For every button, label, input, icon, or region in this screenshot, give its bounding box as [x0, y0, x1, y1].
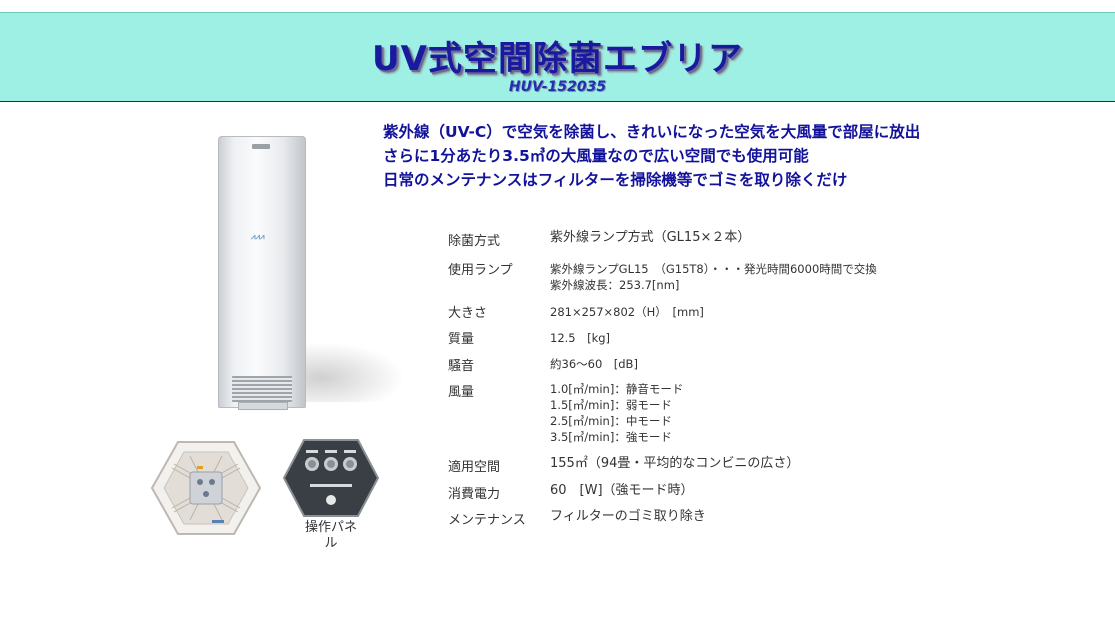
product-logo-icon	[252, 144, 270, 149]
intro-line-3: 日常のメンテナンスはフィルターを掃除機等でゴミを取り除くだけ	[383, 171, 848, 189]
spec-value-line: 12.5 [kg]	[550, 331, 611, 345]
intro-line-2: さらに1分あたり3.5㎥の大風量なので広い空間でも使用可能	[383, 147, 809, 165]
spec-row: 風量 1.0[㎥/min]：静音モード 1.5[㎥/min]：弱モード 2.5[…	[448, 381, 1048, 445]
spec-value-line: 1.0[㎥/min]：静音モード	[550, 382, 684, 396]
spec-value: フィルターのゴミ取り除き	[550, 509, 706, 528]
intro-line-1: 紫外線（UV-C）で空気を除菌し、きれいになった空気を大風量で部屋に放出	[383, 123, 921, 141]
spec-value: 紫外線ランプGL15 （G15T8）・・・発光時間6000時間で交換 紫外線波長…	[550, 259, 877, 293]
spec-value: 1.0[㎥/min]：静音モード 1.5[㎥/min]：弱モード 2.5[㎥/m…	[550, 381, 683, 445]
spec-value: 約36～60 [dB]	[550, 355, 638, 374]
spec-row: 除菌方式 紫外線ランプ方式（GL15×２本）	[448, 230, 1048, 249]
spec-value-line: 約36～60 [dB]	[550, 357, 638, 371]
spec-row: 適用空間 155㎡（94畳・平均的なコンビニの広さ）	[448, 456, 1048, 475]
product-vent	[232, 376, 292, 402]
spec-value-line: 紫外線波長：253.7[nm]	[550, 278, 680, 292]
spec-value-line: 1.5[㎥/min]：弱モード	[550, 398, 672, 412]
product-image: ⩘⩘⩘	[200, 132, 415, 422]
product-foot	[238, 402, 288, 410]
spec-value-line: 60 [W]（強モード時）	[550, 483, 694, 498]
control-panel-caption: 操作パネル	[304, 520, 357, 551]
spec-label: メンテナンス	[448, 513, 526, 528]
product-tower: ⩘⩘⩘	[218, 136, 306, 410]
spec-value: 281×257×802（H） [mm]	[550, 302, 704, 321]
spec-row: 質量 12.5 [kg]	[448, 328, 1048, 347]
spec-label: 質量	[448, 332, 475, 347]
spec-label: 適用空間	[448, 460, 501, 475]
spec-label: 除菌方式	[448, 234, 501, 249]
spec-value: 155㎡（94畳・平均的なコンビニの広さ）	[550, 456, 799, 475]
spec-row: 騒音 約36～60 [dB]	[448, 355, 1048, 374]
control-panel-image	[282, 439, 380, 517]
spec-value-line: フィルターのゴミ取り除き	[550, 509, 706, 524]
header-banner: UV式空間除菌エブリア HUV-152035	[0, 12, 1115, 102]
spec-label: 大きさ	[448, 306, 488, 321]
spec-value-line: 155㎡（94畳・平均的なコンビニの広さ）	[550, 456, 800, 471]
spec-value-line: 紫外線ランプ方式（GL15×２本）	[550, 230, 751, 245]
spec-value-line: 3.5[㎥/min]：強モード	[550, 430, 672, 444]
product-shadow	[300, 342, 405, 402]
model-number: HUV-152035	[508, 79, 607, 95]
spec-label: 使用ランプ	[448, 263, 513, 278]
spec-label: 消費電力	[448, 487, 501, 502]
product-mark-icon: ⩘⩘⩘	[251, 232, 265, 241]
spec-row: 使用ランプ 紫外線ランプGL15 （G15T8）・・・発光時間6000時間で交換…	[448, 259, 1048, 293]
page-title: UV式空間除菌エブリア	[372, 39, 743, 79]
intro-text: 紫外線（UV-C）で空気を除菌し、きれいになった空気を大風量で部屋に放出 さらに…	[383, 120, 1103, 192]
product-top-view-image	[150, 441, 262, 535]
spec-value-line: 2.5[㎥/min]：中モード	[550, 414, 672, 428]
spec-value: 60 [W]（強モード時）	[550, 483, 694, 502]
spec-value: 紫外線ランプ方式（GL15×２本）	[550, 230, 750, 249]
spec-row: 消費電力 60 [W]（強モード時）	[448, 483, 1048, 502]
spec-value: 12.5 [kg]	[550, 328, 610, 347]
spec-row: メンテナンス フィルターのゴミ取り除き	[448, 509, 1048, 528]
spec-value-line: 281×257×802（H） [mm]	[550, 305, 704, 319]
spec-label: 風量	[448, 385, 475, 400]
spec-label: 騒音	[448, 359, 475, 374]
spec-row: 大きさ 281×257×802（H） [mm]	[448, 302, 1048, 321]
spec-value-line: 紫外線ランプGL15 （G15T8）・・・発光時間6000時間で交換	[550, 262, 877, 276]
